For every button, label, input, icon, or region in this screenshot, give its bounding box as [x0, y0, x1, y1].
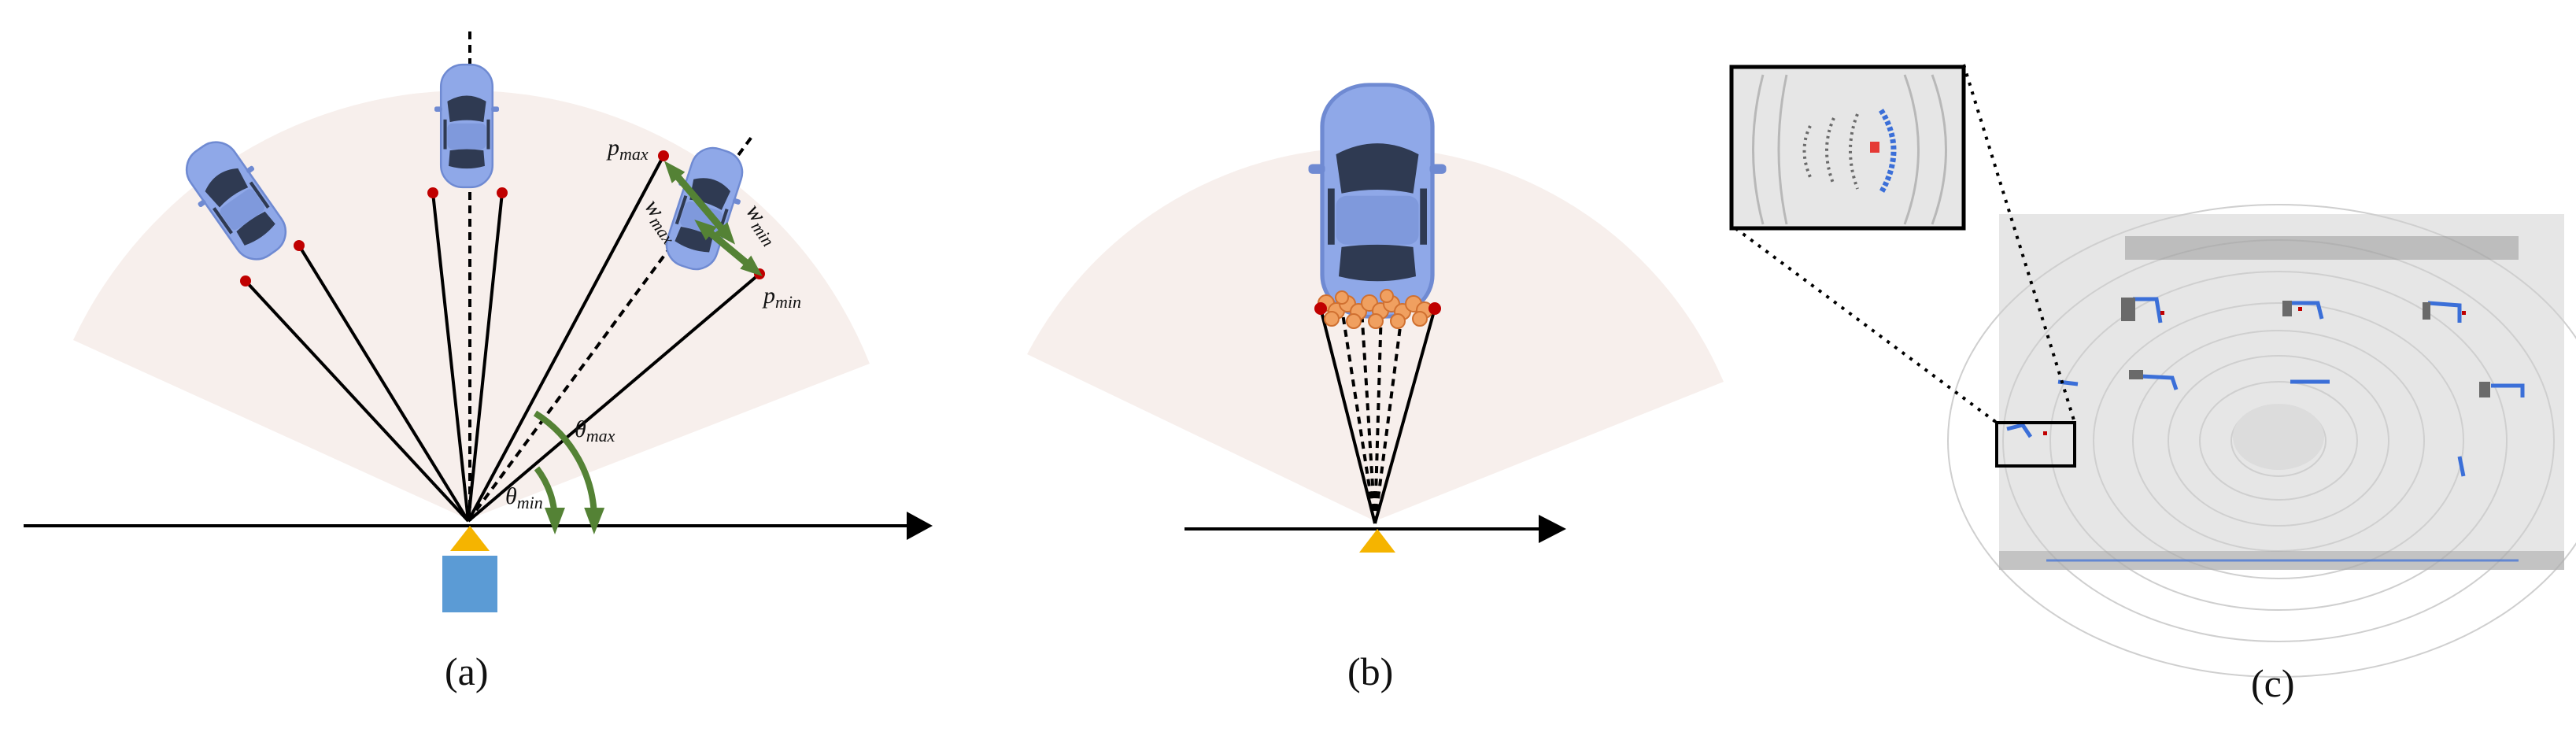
caption-b: (b) [1347, 649, 1393, 693]
sensor-box [442, 556, 497, 612]
axis-arrow-icon [907, 512, 933, 540]
zoom-connector [1962, 64, 2076, 423]
label-p-max: pmax [606, 135, 649, 164]
w-min-arrow [694, 220, 763, 276]
field-of-view-sector [1027, 147, 1724, 521]
panel-a: pmax pmin wmax wmin θmax θmin (a) [24, 31, 933, 693]
lidar-center-blank [2233, 404, 2324, 470]
lidar-bev-image [1999, 214, 2564, 570]
zoom-connector [1734, 227, 1998, 424]
lidar-red-points [2043, 307, 2466, 435]
detected-vehicle-gray [2121, 298, 2490, 397]
sensor-icon [450, 526, 490, 551]
corner-point [1314, 302, 1327, 315]
label-theta-max: θmax [575, 416, 615, 445]
caption-a: (a) [445, 649, 489, 693]
panel-b: (b) [1027, 85, 1724, 693]
theta-min-arc [534, 466, 565, 534]
corner-point [1428, 302, 1441, 315]
panel-c: (c) [1729, 64, 2576, 705]
lidar-rings [1947, 204, 2576, 678]
ray-lines [244, 31, 761, 523]
ray-lines [1319, 308, 1436, 524]
theta-max-arc [533, 410, 605, 534]
car-icon [433, 63, 501, 189]
highlight-box [1995, 421, 2076, 468]
caption-c: (c) [2251, 661, 2295, 705]
label-theta-min: θmin [505, 483, 543, 512]
zoom-inset [1729, 65, 1966, 231]
car-icon [1309, 85, 1447, 317]
axis-arrow-icon [1539, 515, 1566, 543]
label-p-min: pmin [762, 283, 801, 312]
lidar-top-clutter [2125, 236, 2519, 260]
orange-point-cluster [1318, 289, 1433, 329]
sensor-icon [1359, 529, 1395, 553]
